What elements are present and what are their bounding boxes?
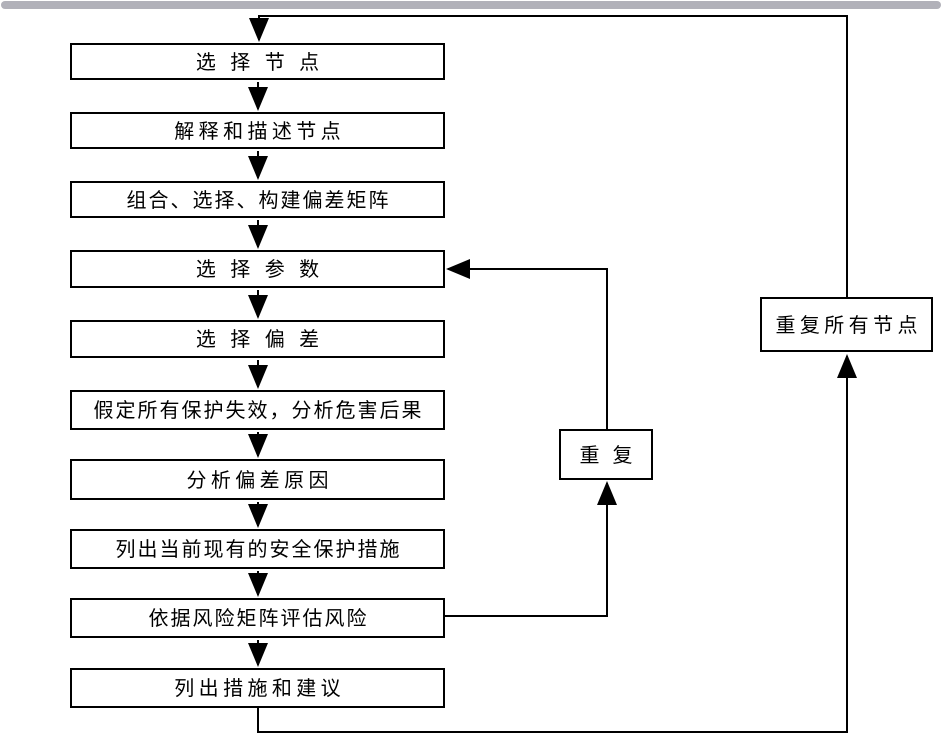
- flow-step-describe-node: 解释和描述节点: [70, 112, 445, 149]
- flow-step-list-existing-safeguards: 列出当前现有的安全保护措施: [70, 529, 445, 569]
- repeat-all-nodes-box: 重复所有节点: [760, 297, 933, 352]
- repeat-box-label: 重复: [579, 442, 646, 467]
- flow-step-select-parameter: 选择参数: [70, 250, 445, 288]
- loop-recommendations-to-repeat-all-nodes: [257, 354, 857, 733]
- flow-step-label: 选择参数: [195, 257, 334, 281]
- flow-step-select-node: 选择节点: [70, 43, 445, 80]
- flow-step-build-deviation-matrix: 组合、选择、构建偏差矩阵: [70, 181, 445, 218]
- loop-repeat-all-nodes-to-select-node: [249, 15, 848, 297]
- repeat-all-nodes-label: 重复所有节点: [775, 312, 922, 337]
- flow-step-label: 选择节点: [195, 49, 334, 74]
- flow-step-label: 列出当前现有的安全保护措施: [115, 537, 402, 561]
- flow-step-label: 分析偏差原因: [186, 467, 333, 492]
- flow-step-label: 假定所有保护失效，分析危害后果: [93, 398, 424, 422]
- flow-step-label: 依据风险矩阵评估风险: [148, 606, 369, 630]
- flow-step-label: 解释和描述节点: [174, 118, 346, 143]
- flow-step-label: 选择偏差: [195, 327, 334, 351]
- flow-step-label: 组合、选择、构建偏差矩阵: [126, 187, 391, 212]
- flow-step-label: 列出措施和建议: [174, 676, 346, 700]
- loop-assess-risk-to-repeat: [445, 481, 617, 617]
- flow-step-assess-risk-matrix: 依据风险矩阵评估风险: [70, 598, 445, 638]
- flow-step-select-deviation: 选择偏差: [70, 320, 445, 358]
- flow-step-assume-protection-failure: 假定所有保护失效，分析危害后果: [70, 390, 445, 430]
- loop-repeat-to-select-parameter: [446, 259, 608, 429]
- flow-step-analyze-deviation-cause: 分析偏差原因: [70, 459, 445, 500]
- flow-step-list-recommendations: 列出措施和建议: [70, 668, 445, 708]
- repeat-box: 重复: [559, 429, 653, 480]
- slide-top-edge-bar: [1, 1, 941, 9]
